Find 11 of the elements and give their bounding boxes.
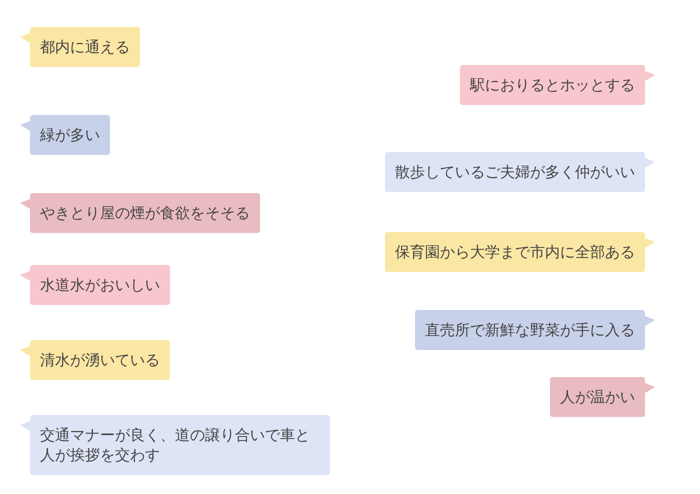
speech-bubble: やきとり屋の煙が食欲をそそる: [20, 193, 260, 233]
speech-bubble: 清水が湧いている: [20, 340, 170, 380]
speech-bubble: 駅におりるとホッとする: [460, 65, 655, 105]
speech-bubble: 保育園から大学まで市内に全部ある: [385, 232, 655, 272]
speech-bubble: 水道水がおいしい: [20, 265, 170, 305]
speech-bubble: 都内に通える: [20, 27, 140, 67]
speech-bubble: 散歩しているご夫婦が多く仲がいい: [385, 152, 655, 192]
speech-bubble: 人が温かい: [550, 377, 655, 417]
speech-bubble: 直売所で新鮮な野菜が手に入る: [415, 310, 655, 350]
speech-bubble: 緑が多い: [20, 115, 110, 155]
speech-bubble: 交通マナーが良く、道の譲り合いで車と人が挨拶を交わす: [20, 415, 330, 475]
